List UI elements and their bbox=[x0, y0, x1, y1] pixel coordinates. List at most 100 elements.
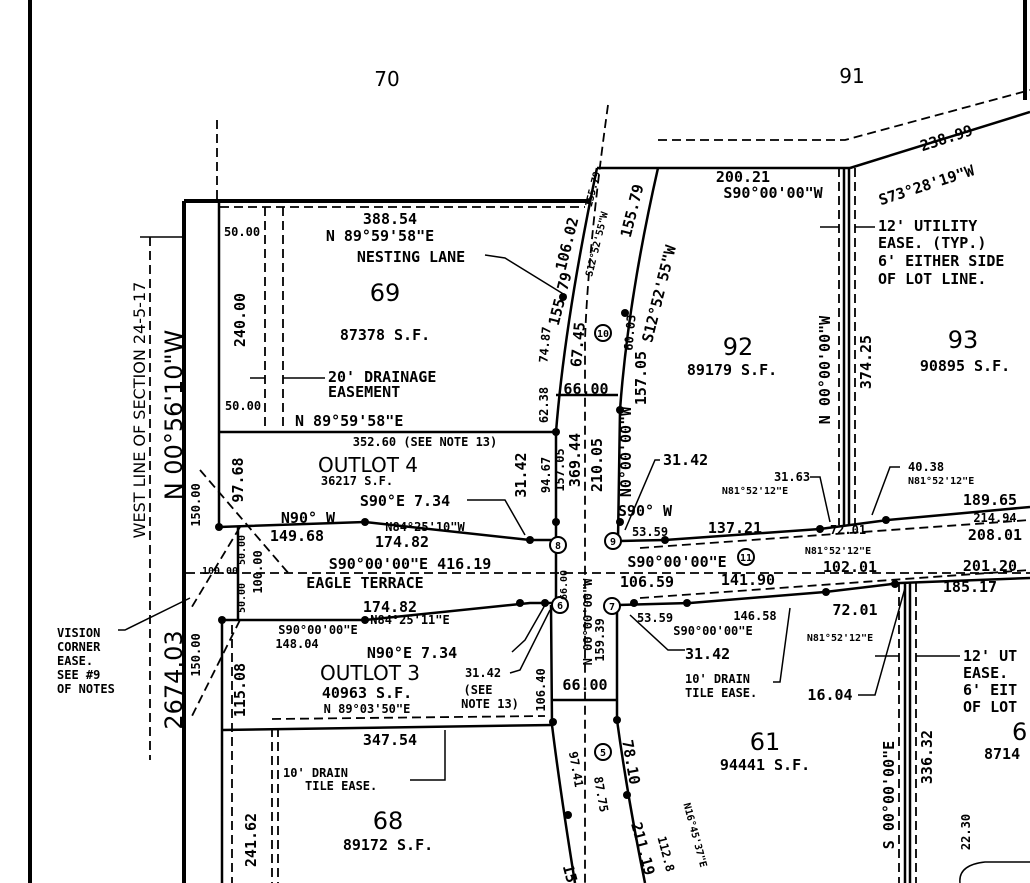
dimension: 159.39 bbox=[593, 618, 607, 661]
dimension: 208.01 bbox=[968, 526, 1022, 544]
dimension: 155.79 bbox=[545, 270, 576, 327]
bearing: N81°52'12"E bbox=[908, 476, 974, 487]
easement-label: TILE EASE. bbox=[685, 686, 757, 700]
dimension: 157.05 bbox=[632, 351, 650, 405]
monument-dot bbox=[361, 616, 369, 624]
curve-marker-circle bbox=[603, 597, 621, 615]
dimension: 189.65 bbox=[963, 491, 1017, 509]
dimension: 200.21 bbox=[716, 168, 770, 186]
dimension: 150.00 bbox=[189, 483, 203, 526]
street-label: EAGLE TERRACE bbox=[306, 574, 423, 592]
dimension: 94.67 bbox=[539, 457, 553, 493]
easement-label: 10' DRAIN bbox=[283, 766, 348, 780]
dimension: 67.45 bbox=[567, 321, 589, 368]
dimension: 388.54 bbox=[363, 210, 417, 228]
lot-area: 90895 S.F. bbox=[920, 357, 1010, 375]
monument-dot bbox=[541, 599, 549, 607]
bearing: S90°00'00"E bbox=[278, 623, 357, 637]
curve-marker: 10 bbox=[597, 329, 609, 340]
dimension: 174.82 bbox=[363, 598, 417, 616]
monument-dot bbox=[816, 525, 824, 533]
curve-marker: 6 bbox=[557, 601, 563, 612]
lot-area: 8714 bbox=[984, 745, 1020, 763]
vision-corner-label: VISION bbox=[57, 626, 100, 640]
note-ref: NOTE 13) bbox=[461, 697, 519, 711]
monument-dot bbox=[218, 616, 226, 624]
dimension: 50.00 bbox=[237, 583, 248, 613]
monument-dot bbox=[822, 588, 830, 596]
monument-dot bbox=[683, 599, 691, 607]
nesting-lane-east-line bbox=[616, 167, 660, 541]
lot-number: 92 bbox=[723, 333, 754, 361]
bearing: S12°52'55"W bbox=[584, 210, 611, 278]
easement-label: EASE. (TYP.) bbox=[878, 234, 986, 252]
dimension: 72.01 bbox=[830, 523, 866, 537]
curve-marker-circle bbox=[604, 532, 622, 550]
leader-line bbox=[858, 587, 906, 696]
dimension: 106.59 bbox=[620, 573, 674, 591]
section-91-label: 91 bbox=[839, 64, 864, 88]
dimension: 141.90 bbox=[721, 571, 775, 589]
curve-marker: 7 bbox=[609, 602, 615, 613]
west-line-label: WEST LINE OF SECTION 24-5-17 bbox=[130, 282, 149, 539]
dashed-line bbox=[639, 569, 1030, 599]
curve-marker: 5 bbox=[600, 748, 606, 759]
dimension: 74.87 bbox=[536, 326, 553, 363]
dimension: 148.04 bbox=[275, 637, 318, 651]
dimension: 31.42 bbox=[465, 666, 501, 680]
dimension: 185.17 bbox=[943, 578, 997, 596]
dimension: 210.05 bbox=[588, 438, 606, 492]
leader-line bbox=[871, 466, 900, 516]
dimension: 87.75 bbox=[591, 775, 611, 813]
nesting-lane-west-line bbox=[554, 167, 599, 522]
monument-dot bbox=[623, 791, 631, 799]
dimension: 240.00 bbox=[231, 293, 249, 347]
easement-label: 20' DRAINAGE bbox=[328, 368, 436, 386]
bearing: S90°E 7.34 bbox=[360, 492, 450, 510]
dimension: 336.32 bbox=[918, 730, 936, 784]
bearing: N84°25'11"E bbox=[370, 613, 449, 627]
outlot-name: OUTLOT 3 bbox=[320, 661, 420, 685]
dimension: 214.94 bbox=[973, 511, 1016, 525]
dimension: 352.60 (SEE NOTE 13) bbox=[353, 435, 498, 449]
dimension: 72.01 bbox=[832, 601, 877, 619]
easement-label: 6' EIT bbox=[963, 681, 1017, 699]
easement-label: TILE EASE. bbox=[305, 779, 377, 793]
dimension: 97.41 bbox=[566, 750, 586, 788]
dimension: 100.00 bbox=[202, 566, 238, 577]
bearing: N81°52'12"E bbox=[805, 546, 871, 557]
easement-label: 12' UTILITY bbox=[878, 217, 977, 235]
dimension: 66.00 bbox=[563, 380, 608, 398]
lot-number: 69 bbox=[370, 279, 401, 307]
dimension: 149.68 bbox=[270, 527, 324, 545]
bearing: N 89°03'50"E bbox=[324, 702, 411, 716]
bearing: N81°52'12"E bbox=[722, 486, 788, 497]
monument-dot bbox=[882, 516, 890, 524]
dimension: 106.40 bbox=[534, 668, 548, 711]
leader-line bbox=[624, 459, 660, 531]
dimension: 211.19 bbox=[627, 820, 658, 877]
vision-corner-label: EASE. bbox=[57, 654, 93, 668]
dimension: 66.00 bbox=[559, 570, 570, 600]
west-line-bearing: N 00°56'10"W bbox=[160, 330, 188, 501]
lot-area: 89172 S.F. bbox=[343, 836, 433, 854]
bearing: N90° W bbox=[281, 509, 336, 527]
lot-area: 89179 S.F. bbox=[687, 361, 777, 379]
easement-label: 6' EITHER SIDE bbox=[878, 252, 1004, 270]
lot-area: 40963 S.F. bbox=[322, 684, 412, 702]
dimension: 150.00 bbox=[189, 633, 203, 676]
leader-line bbox=[467, 499, 526, 536]
monument-dot bbox=[559, 293, 567, 301]
dimension: 369.44 bbox=[566, 433, 584, 487]
monument-dot bbox=[613, 716, 621, 724]
north-dashed-line bbox=[658, 89, 1030, 141]
street-label: NESTING LANE bbox=[357, 248, 465, 266]
dimension: 201.20 bbox=[963, 557, 1017, 575]
lot-number: 93 bbox=[948, 326, 979, 354]
road-west-line-south bbox=[549, 604, 577, 883]
dimension: 241.62 bbox=[242, 813, 260, 867]
bearing: S90° W bbox=[618, 502, 673, 520]
easement-label: EASEMENT bbox=[328, 383, 400, 401]
leader-line bbox=[810, 476, 831, 523]
